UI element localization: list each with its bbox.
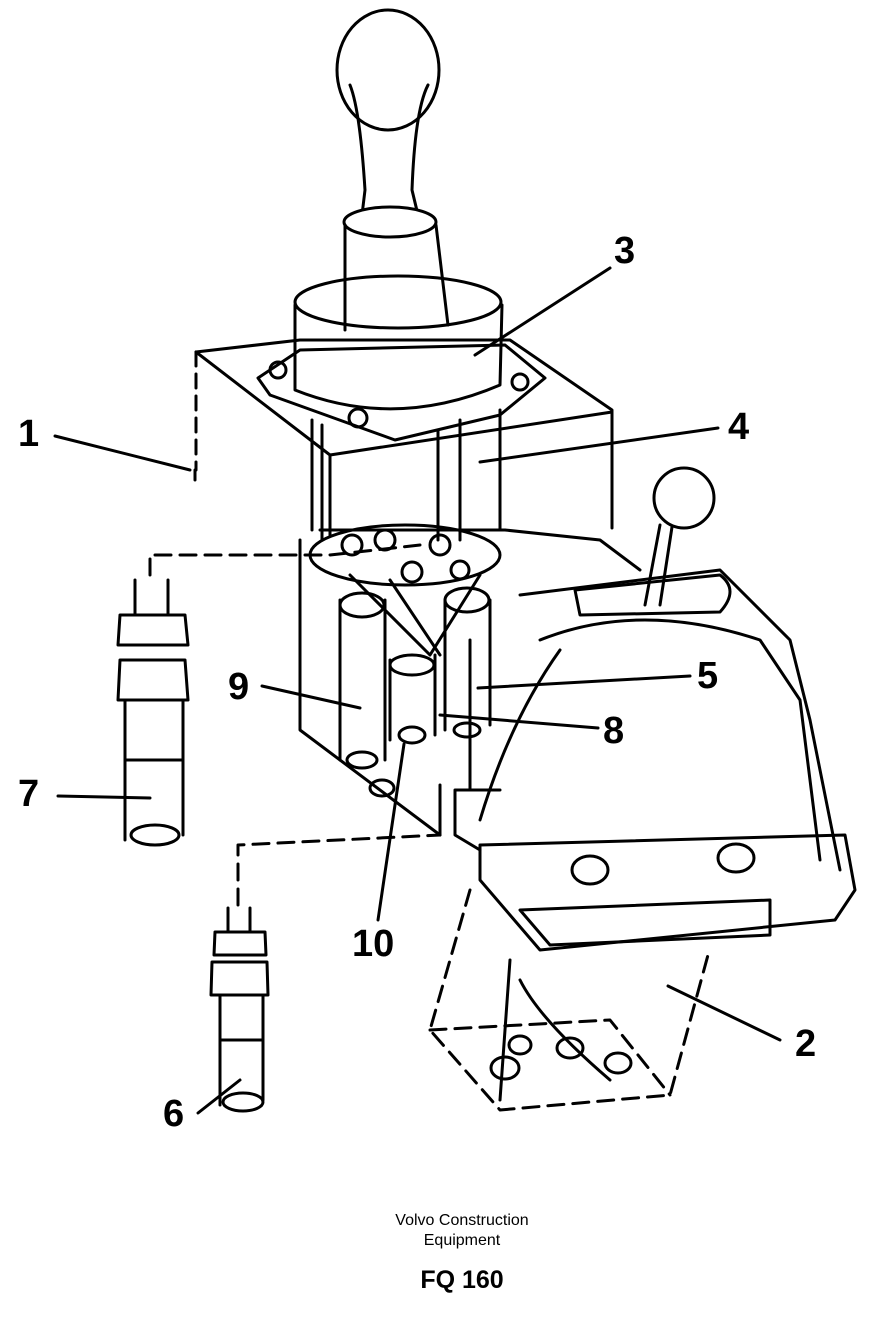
callout-10: 10 [352,923,395,965]
joystick-lever [335,8,450,332]
valve-housing [194,338,642,837]
lever-boot [256,274,547,442]
manufacturer-caption: Volvo Construction Equipment [0,1211,887,1251]
leader-lines [53,266,782,1115]
single-lever-housing [453,466,857,952]
callout-1: 1 [18,413,40,455]
callout-6: 6 [163,1093,185,1135]
dashed-connections [148,468,442,907]
manufacturer-line-2: Equipment [423,1232,501,1249]
hose-fitting-6 [209,906,270,1113]
callout-9: 9 [228,666,250,708]
callout-4: 4 [728,406,750,448]
connectors [338,573,492,798]
mounting-plate [428,888,710,1112]
hose-fitting-7 [116,578,190,847]
callout-2: 2 [795,1023,817,1065]
manufacturer-line-1: Volvo Construction [395,1212,529,1229]
callout-5: 5 [697,655,719,697]
model-caption: FQ 160 [420,1266,504,1294]
callout-8: 8 [603,710,625,752]
callout-7: 7 [18,773,40,815]
callout-3: 3 [614,230,636,272]
